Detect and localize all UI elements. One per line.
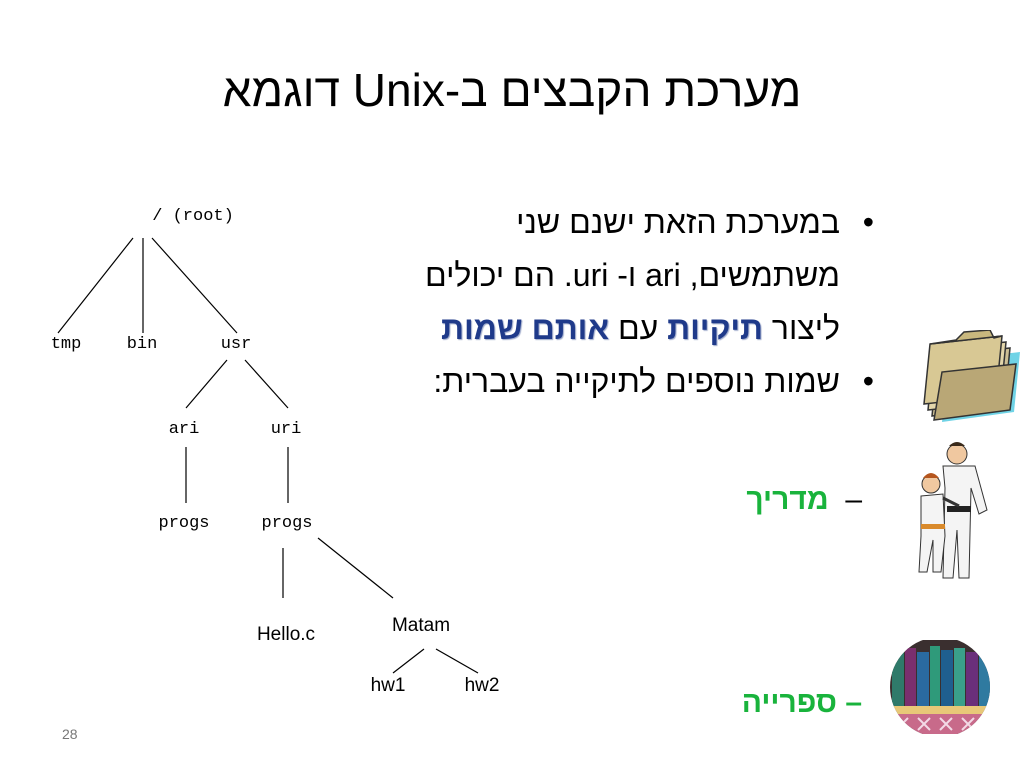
directory-tree: / (root) tmp bin usr ari uri progs progs… bbox=[50, 207, 500, 696]
bullet-item-hebrew-names: • שמות נוספים לתיקייה בעברית: bbox=[314, 355, 874, 408]
tree-node-hello-c: Hello.c bbox=[256, 624, 316, 645]
page-number: 28 bbox=[62, 726, 78, 742]
sub-label-library: ספרייה bbox=[741, 686, 837, 719]
sub-dash-library: – bbox=[845, 686, 862, 719]
tree-node-ari: ari bbox=[168, 420, 200, 439]
bullet-list: • במערכת הזאת ישנם שני משתמשים, ari ו- u… bbox=[314, 196, 874, 408]
sub-dash: – bbox=[845, 483, 862, 516]
tree-node-tmp: tmp bbox=[50, 335, 82, 354]
tree-node-root: / (root) bbox=[152, 207, 234, 226]
bullet-item-users: • במערכת הזאת ישנם שני משתמשים, ari ו- u… bbox=[314, 196, 874, 355]
tree-node-bin: bin bbox=[126, 335, 158, 354]
tree-node-hw2: hw2 bbox=[464, 675, 500, 696]
folder-icon bbox=[923, 330, 1020, 422]
sub-item-library: – ספרייה bbox=[742, 686, 862, 720]
slide-title: מערכת הקבצים ב-Unix דוגמא bbox=[222, 64, 802, 116]
bullet-line: ליצור תיקיות עם אותם שמות bbox=[314, 302, 840, 355]
bullet-line: שמות נוספים לתיקייה בעברית: bbox=[433, 363, 840, 399]
bullet-line: משתמשים, ari ו- uri. הם יכולים bbox=[425, 257, 840, 293]
tree-node-progs-uri: progs bbox=[261, 514, 313, 533]
tree-node-hw1: hw1 bbox=[370, 675, 406, 696]
emphasis-folders: תיקיות bbox=[667, 310, 763, 346]
edge-usr-uri bbox=[244, 359, 289, 409]
sub-item-instructor: – מדריך bbox=[746, 483, 862, 517]
bullet-line: במערכת הזאת ישנם שני bbox=[516, 204, 840, 240]
edge-progs-matam bbox=[317, 537, 394, 599]
bullet-dot: • bbox=[862, 363, 874, 399]
edge-matam-hw1 bbox=[392, 648, 425, 674]
judo-instructor-icon bbox=[918, 442, 988, 579]
tree-node-uri: uri bbox=[270, 420, 302, 439]
tree-lines bbox=[57, 237, 479, 674]
edge-root-tmp bbox=[57, 237, 134, 334]
text-create: ליצור bbox=[763, 310, 840, 346]
sub-label-instructor: מדריך bbox=[746, 483, 829, 516]
bullet-dot: • bbox=[862, 204, 874, 240]
bookshelf-icon bbox=[890, 640, 990, 734]
tree-node-progs-ari: progs bbox=[158, 514, 210, 533]
text-with: עם bbox=[609, 310, 668, 346]
edge-root-usr bbox=[151, 237, 238, 334]
emphasis-same-names: אותם שמות bbox=[441, 310, 610, 346]
edge-matam-hw2 bbox=[435, 648, 479, 674]
tree-node-matam: Matam bbox=[391, 615, 451, 636]
tree-node-usr: usr bbox=[220, 335, 252, 354]
edge-usr-ari bbox=[185, 359, 228, 409]
